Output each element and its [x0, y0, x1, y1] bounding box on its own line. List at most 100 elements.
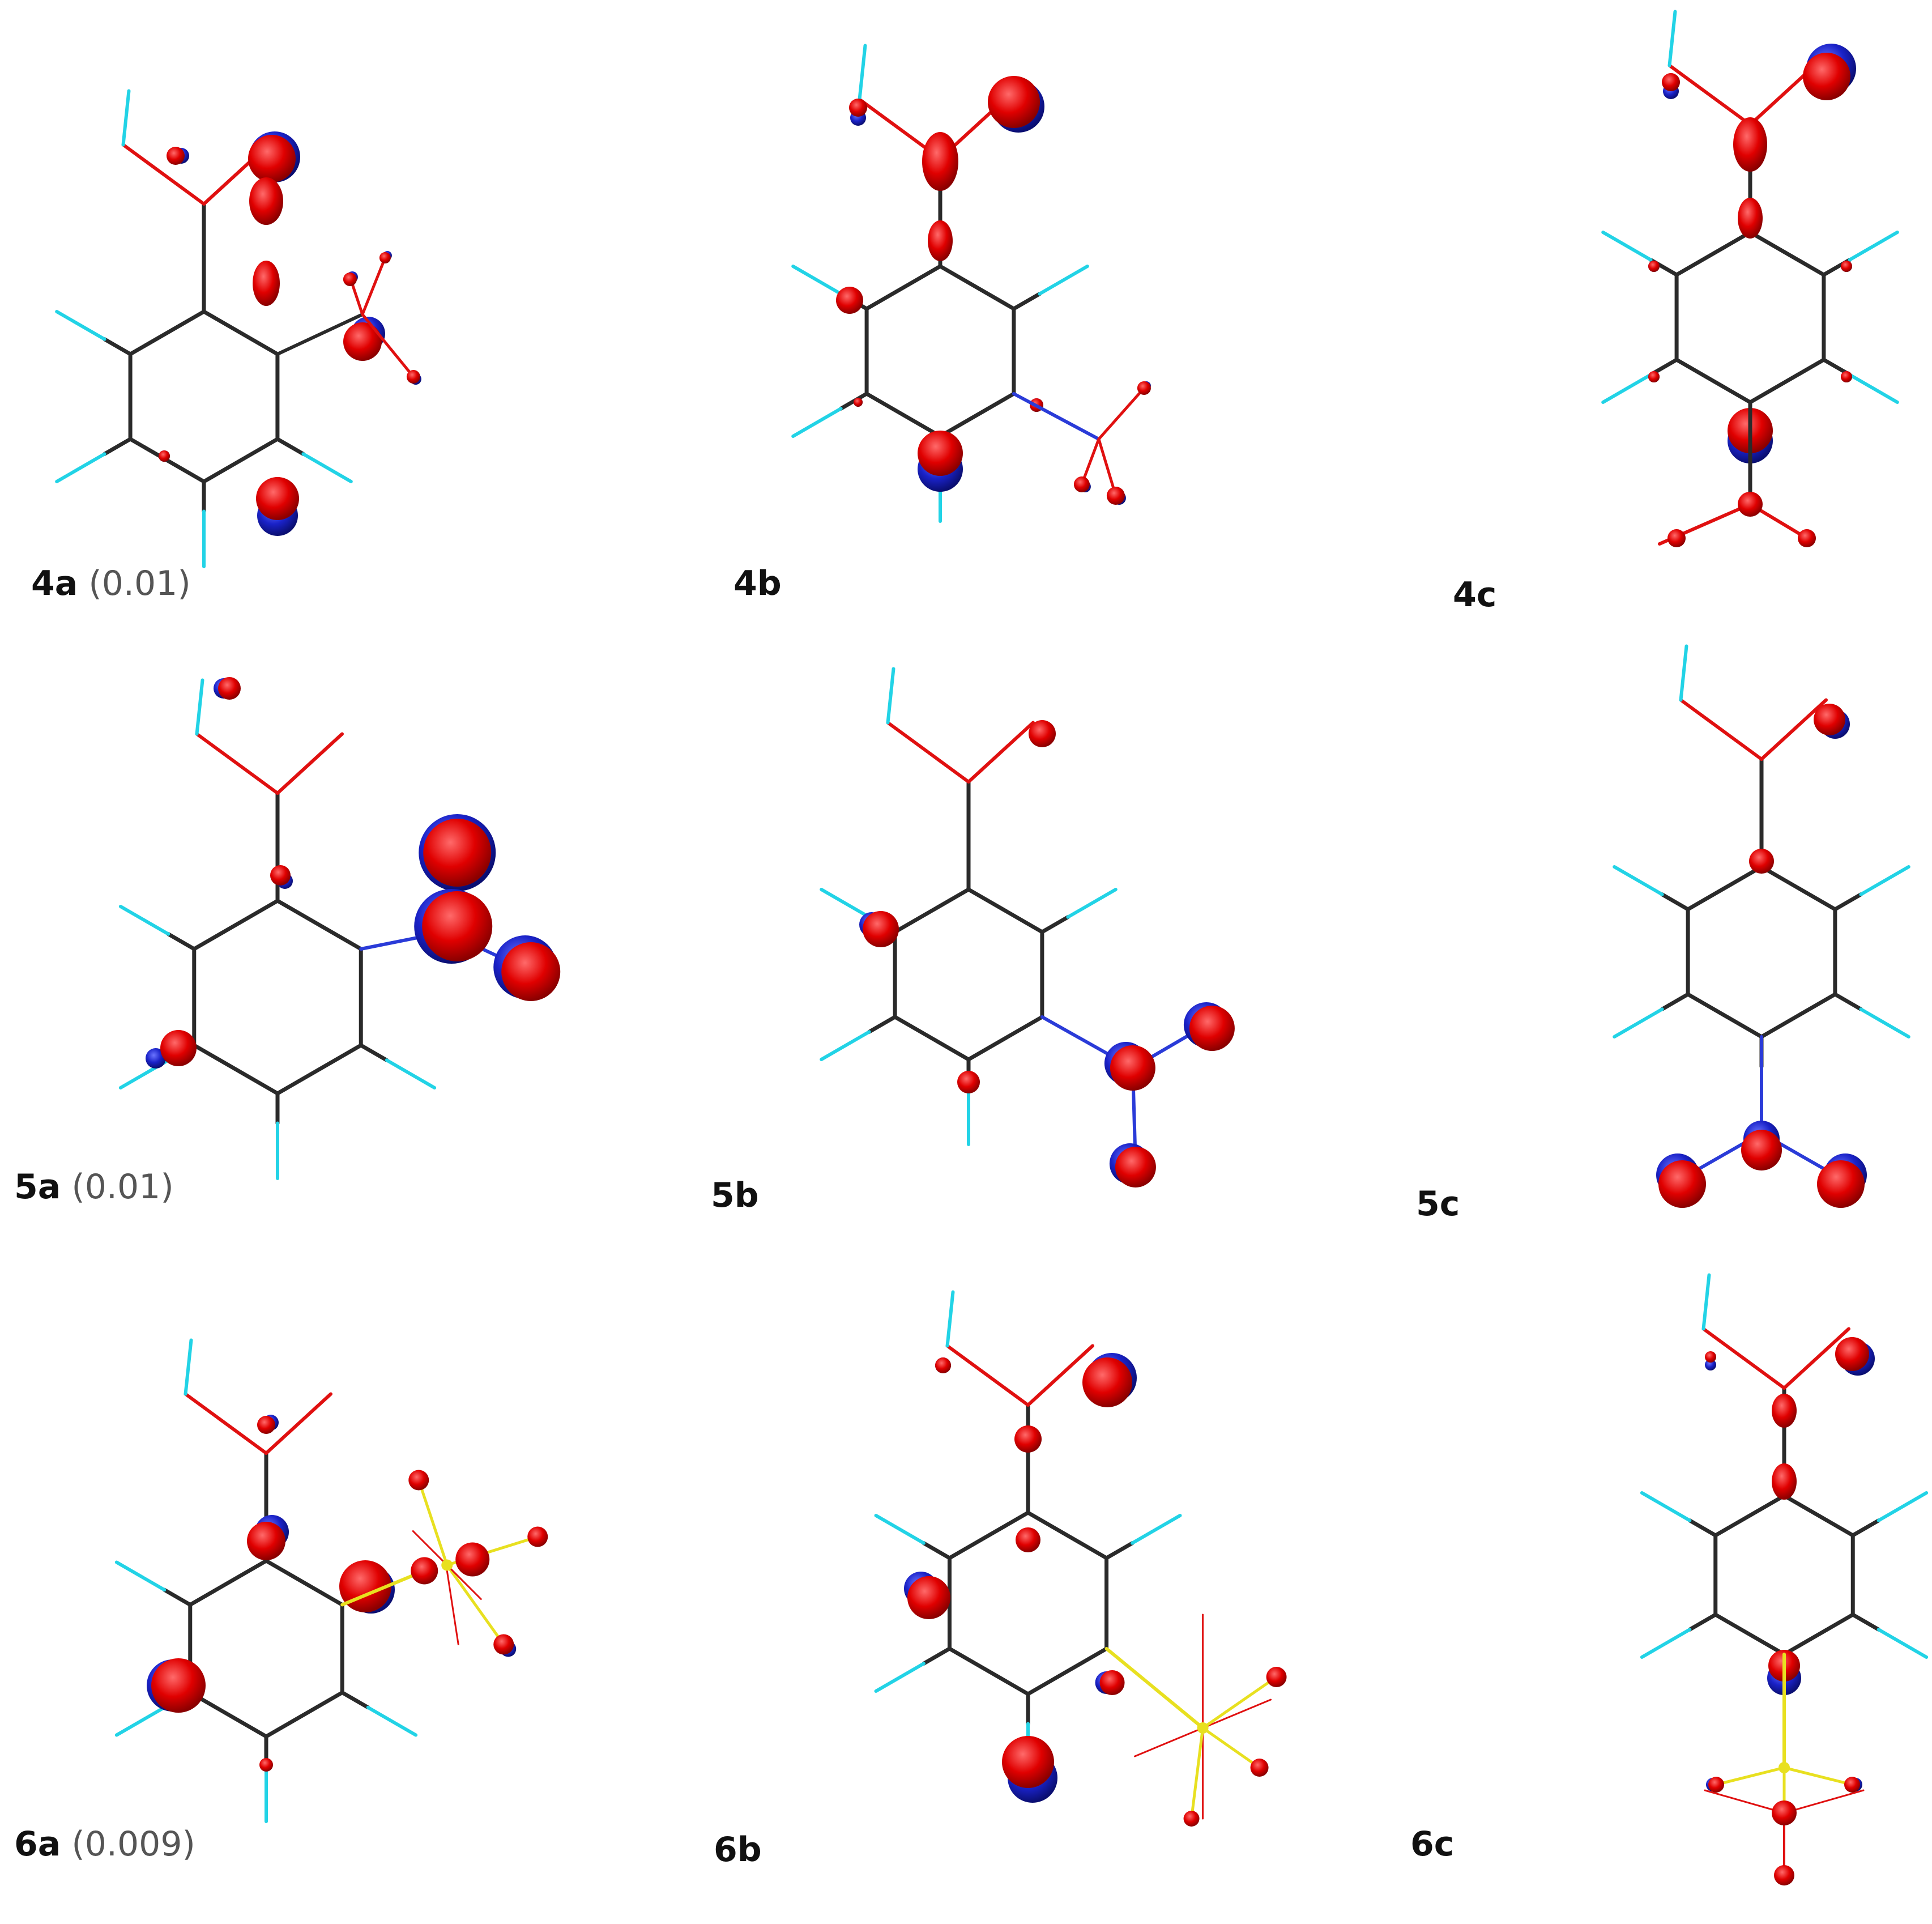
orbital-lobe-positive — [863, 911, 899, 947]
c-h-bond — [1850, 1612, 1881, 1632]
s-o-bond — [1782, 1766, 1854, 1786]
ring-bond — [1759, 992, 1837, 1039]
c-h-bond — [103, 337, 133, 356]
ring-bond — [188, 1559, 268, 1607]
hydrogen-bond — [1640, 1491, 1692, 1522]
ring-bond — [1026, 1510, 1109, 1560]
orbital-lobe-positive — [918, 431, 963, 476]
c-s-bond — [340, 1569, 427, 1607]
orbital-lobe-positive — [422, 891, 493, 961]
orbital-lobe-positive — [259, 1758, 273, 1772]
c-o-bond — [195, 732, 279, 795]
ring-bond — [202, 437, 280, 484]
s-o-bond — [1201, 1675, 1278, 1730]
o-h-bond — [945, 1290, 955, 1348]
s-o-bond — [1190, 1726, 1205, 1820]
orbital-lobe-positive — [1029, 720, 1056, 747]
c-h-bond — [1833, 992, 1863, 1011]
orbital-lobe-positive — [907, 1576, 950, 1619]
hydrogen-bond — [820, 888, 871, 919]
orbital-lobe-positive — [343, 322, 382, 361]
c-h-bond — [359, 1043, 389, 1062]
hydrogen-bond — [791, 265, 843, 296]
hydrogen-bond — [118, 905, 170, 936]
molecule-4b — [791, 44, 1151, 523]
c-h-bond — [340, 1691, 370, 1710]
orbital-lobe-positive — [248, 135, 296, 182]
orbital-lobe-negative — [1705, 1359, 1716, 1370]
orbital-lobe-positive — [1648, 371, 1660, 382]
molecule-5b — [820, 667, 1235, 1187]
o-h-bond — [858, 44, 867, 101]
orbital-lobe-positive — [1016, 1527, 1040, 1552]
orbital-lobe-positive — [411, 1557, 438, 1585]
c-o-bond — [1667, 63, 1752, 126]
ring-bond — [1674, 357, 1752, 405]
sulfur-atom — [441, 1559, 453, 1571]
orbital-lobe-positive — [270, 865, 291, 886]
panel-label-6b: 6b — [714, 1830, 762, 1870]
orbital-lobe-positive — [1705, 1351, 1716, 1363]
orbital-lobe-positive — [167, 147, 185, 165]
orbital-lobe-positive — [253, 261, 280, 306]
c-n-bond — [275, 313, 364, 356]
hydrogen-bond — [1848, 373, 1899, 404]
hydrogen-bond — [385, 1058, 437, 1089]
orbital-lobe-positive — [379, 252, 391, 263]
c-h-bond — [1040, 915, 1070, 934]
c-h-bond — [1660, 992, 1690, 1011]
ring-bond — [1759, 865, 1837, 912]
molecule-4c — [1601, 10, 1899, 547]
orbital-lobe-positive — [423, 819, 492, 887]
hydrogen-bond — [1131, 1514, 1182, 1545]
orbital-lobe-positive — [1733, 117, 1767, 172]
ring-bond — [864, 264, 942, 311]
hydrogen-bond — [1876, 1628, 1929, 1659]
orbital-lobe-positive — [1648, 261, 1660, 272]
c-o-bond — [1026, 1344, 1094, 1407]
orbital-lobe-positive — [408, 1470, 429, 1491]
orbital-lobe-positive — [1738, 198, 1763, 239]
orbital-lobe-positive — [922, 132, 958, 191]
thin-bond — [1783, 1789, 1865, 1814]
orbital-lobe-positive — [527, 1526, 548, 1547]
n-o-bond — [1080, 437, 1101, 486]
c-h-bond — [1104, 1541, 1135, 1560]
ring-bond — [264, 1691, 344, 1739]
c-h-bond — [1833, 892, 1863, 912]
ring-bond — [947, 1510, 1030, 1560]
panel-label-5a: 5a (0.01) — [14, 1167, 174, 1207]
panel-label-4c: 4c — [1453, 575, 1497, 615]
orbital-lobe-positive — [1774, 1865, 1794, 1885]
orbital-lobe-positive — [1110, 1045, 1155, 1091]
molecule-6a — [114, 1338, 548, 1823]
ring-bond — [1686, 992, 1764, 1039]
orbital-lobe-positive — [455, 1542, 490, 1577]
orbital-lobe-positive — [1662, 73, 1680, 91]
orbital-lobe-positive — [493, 1634, 514, 1655]
n-o-bond — [361, 313, 415, 378]
orbital-lobe-positive — [406, 370, 420, 384]
n-o-bond — [1097, 386, 1146, 441]
orbital-lobe-positive — [1738, 492, 1763, 517]
o-h-bond — [1679, 644, 1688, 702]
c-h-bond — [922, 1646, 952, 1666]
c-h-bond — [1850, 1518, 1881, 1538]
ring-bond — [128, 309, 206, 356]
orbital-lobe-positive — [1250, 1759, 1269, 1777]
s-o-bond — [1715, 1766, 1786, 1786]
c-o-bond — [276, 732, 344, 795]
orbital-lobe-positive — [988, 76, 1040, 128]
orbital-lobe-positive — [1841, 371, 1852, 382]
orbital-lobe-positive — [1106, 487, 1125, 505]
orbital-lobe-positive — [343, 273, 357, 286]
molecule-4a — [55, 89, 421, 568]
c-h-bond — [275, 437, 305, 456]
orbital-lobe-positive — [1844, 1777, 1860, 1793]
orbital-lobe-positive — [1266, 1667, 1287, 1687]
orbital-lobe-positive — [218, 677, 241, 700]
ring-bond — [1026, 1646, 1109, 1696]
n-o-bond — [1097, 437, 1118, 497]
c-o-bond — [945, 1344, 1030, 1407]
orbital-lobe-positive — [1014, 1425, 1042, 1453]
